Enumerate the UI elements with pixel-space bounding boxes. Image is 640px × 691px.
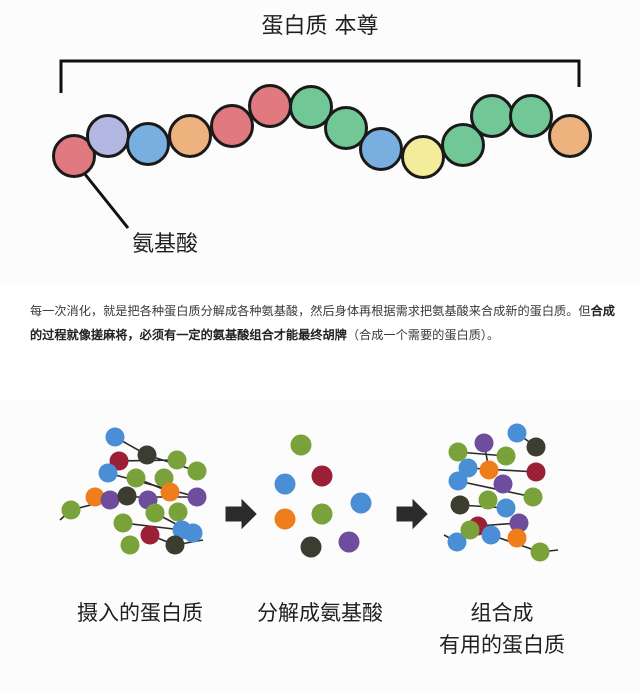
amino-dot <box>168 502 188 522</box>
amino-dot <box>526 462 546 482</box>
arrow-right-icon <box>225 498 257 530</box>
amino-dot <box>350 492 372 514</box>
amino-dot <box>496 498 516 518</box>
amino-dot <box>140 525 160 545</box>
amino-bead <box>86 114 130 158</box>
amino-dot <box>509 513 529 533</box>
amino-dot <box>274 473 296 495</box>
caption-paragraph: 每一次消化，就是把各种蛋白质分解成各种氨基酸，然后身体再根据需求把氨基酸来合成新… <box>30 299 616 347</box>
amino-dot <box>496 446 516 466</box>
amino-dot <box>183 523 203 543</box>
amino-dot <box>61 500 81 520</box>
amino-bead <box>126 122 170 166</box>
amino-dot <box>145 503 165 523</box>
stage-label-combine-line2: 有用的蛋白质 <box>439 633 565 657</box>
amino-dot <box>523 487 543 507</box>
amino-dot <box>478 490 498 510</box>
amino-acid-label: 氨基酸 <box>132 232 199 257</box>
amino-dot <box>448 471 468 491</box>
amino-dot <box>113 513 133 533</box>
amino-dot <box>530 542 550 562</box>
amino-dot <box>507 528 527 548</box>
amino-bead <box>324 106 368 150</box>
amino-dot <box>450 495 470 515</box>
amino-dot <box>98 463 118 483</box>
amino-bead <box>248 84 292 128</box>
amino-dot <box>160 482 180 502</box>
stage-label-combine: 组合成 有用的蛋白质 <box>412 597 592 661</box>
amino-dot <box>481 525 501 545</box>
bond-line <box>467 467 537 473</box>
amino-dot <box>507 423 527 443</box>
amino-dot <box>474 433 494 453</box>
amino-bead <box>509 94 553 138</box>
stage-label-combine-line1: 组合成 <box>470 601 534 625</box>
amino-dot <box>105 427 125 447</box>
amino-bead <box>441 123 485 167</box>
caption-bold-text: 合成的过程就像搓麻将，必须有一定的氨基酸组合才能最终胡牌 <box>30 304 615 342</box>
amino-dot <box>120 535 140 555</box>
amino-dot <box>447 532 467 552</box>
amino-dot <box>117 486 137 506</box>
amino-dot <box>167 450 187 470</box>
amino-bead <box>210 104 254 148</box>
amino-bead <box>359 127 403 171</box>
amino-dot <box>187 461 207 481</box>
amino-dot <box>458 458 478 478</box>
amino-dot <box>274 508 296 530</box>
amino-bead <box>401 135 445 179</box>
amino-bead <box>168 114 212 158</box>
amino-dot <box>126 468 146 488</box>
amino-dot <box>460 520 480 540</box>
amino-dot <box>187 487 207 507</box>
stage-label-intake: 摄入的蛋白质 <box>77 601 203 625</box>
amino-bead <box>52 134 96 178</box>
arrow-right-icon <box>396 498 428 530</box>
amino-dot <box>85 487 105 507</box>
amino-dot <box>479 460 499 480</box>
amino-dot <box>137 445 157 465</box>
caption-text-2: （合成一个需要的蛋白质）。 <box>346 328 500 342</box>
stage-label-break-down: 分解成氨基酸 <box>257 601 383 625</box>
amino-bead <box>548 114 592 158</box>
amino-dot <box>526 437 546 457</box>
protein-title: 蛋白质 本尊 <box>261 14 379 39</box>
amino-dot <box>448 442 468 462</box>
pointer-line-icon <box>78 167 130 229</box>
amino-dot <box>493 474 513 494</box>
amino-dot <box>338 531 360 553</box>
amino-dot <box>100 490 120 510</box>
amino-bead <box>470 94 514 138</box>
amino-dot <box>311 465 333 487</box>
amino-dot <box>165 535 185 555</box>
amino-bead <box>289 85 333 129</box>
amino-dot <box>300 536 322 558</box>
amino-dot <box>109 451 129 471</box>
bracket-icon <box>59 59 581 93</box>
amino-dot <box>290 434 312 456</box>
amino-dot <box>311 503 333 525</box>
caption-text-1: 每一次消化，就是把各种蛋白质分解成各种氨基酸，然后身体再根据需求把氨基酸来合成新… <box>30 304 591 318</box>
